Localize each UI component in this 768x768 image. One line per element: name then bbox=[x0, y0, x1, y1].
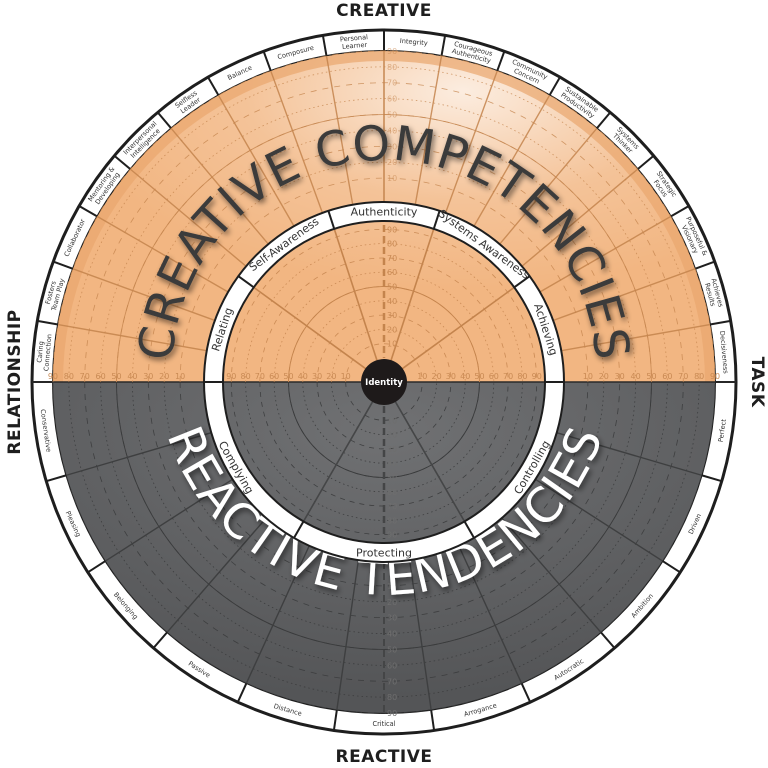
outer-segment-upper-18: Decisiveness bbox=[718, 331, 730, 375]
scale-tick: 80 bbox=[387, 693, 397, 702]
scale-grid: 10 10 10 10 10 10 10 10 20 20 20 20 20 20 20 20 30 30 30 30… bbox=[48, 47, 720, 718]
svg-text:Decisiveness: Decisiveness bbox=[718, 331, 730, 375]
axis-task: TASK bbox=[747, 357, 767, 408]
scale-tick: 10 bbox=[387, 174, 397, 183]
scale-tick: 80 bbox=[64, 372, 74, 381]
outer-segment-upper-10: Integrity bbox=[399, 37, 428, 47]
scale-tick: 80 bbox=[387, 63, 397, 72]
scale-tick: 90 bbox=[387, 47, 397, 56]
scale-tick: 10 bbox=[341, 372, 351, 381]
scale-tick: 30 bbox=[387, 614, 397, 623]
svg-text:Perfect: Perfect bbox=[717, 418, 728, 442]
scale-tick: 60 bbox=[96, 372, 106, 381]
scale-tick: 50 bbox=[283, 372, 293, 381]
scale-tick: 50 bbox=[111, 372, 121, 381]
scale-tick: 70 bbox=[387, 502, 397, 511]
scale-tick: 10 bbox=[583, 372, 593, 381]
scale-tick: 60 bbox=[387, 95, 397, 104]
scale-tick: 90 bbox=[48, 372, 58, 381]
scale-tick: 50 bbox=[387, 111, 397, 120]
axis-relationship: RELATIONSHIP bbox=[5, 309, 25, 454]
scale-tick: 30 bbox=[387, 311, 397, 320]
scale-tick: 90 bbox=[710, 372, 720, 381]
outer-segment-upper-9: PersonalLearner bbox=[340, 33, 369, 51]
inner-segment-authenticity: Authenticity bbox=[351, 206, 418, 219]
scale-tick: 50 bbox=[387, 282, 397, 291]
axis-reactive: REACTIVE bbox=[335, 747, 432, 767]
scale-tick: 30 bbox=[387, 142, 397, 151]
scale-tick: 80 bbox=[387, 516, 397, 525]
scale-tick: 80 bbox=[517, 372, 527, 381]
scale-tick: 10 bbox=[175, 372, 185, 381]
scale-tick: 10 bbox=[417, 372, 427, 381]
scale-tick: 70 bbox=[387, 677, 397, 686]
scale-tick: 50 bbox=[474, 372, 484, 381]
scale-tick: 60 bbox=[489, 372, 499, 381]
scale-tick: 40 bbox=[127, 372, 137, 381]
scale-tick: 40 bbox=[298, 372, 308, 381]
scale-tick: 20 bbox=[387, 325, 397, 334]
scale-tick: 10 bbox=[387, 582, 397, 591]
scale-tick: 20 bbox=[387, 598, 397, 607]
scale-tick: 30 bbox=[312, 372, 322, 381]
scale-tick: 20 bbox=[432, 372, 442, 381]
scale-tick: 60 bbox=[387, 268, 397, 277]
svg-text:Integrity: Integrity bbox=[399, 37, 428, 47]
scale-tick: 60 bbox=[662, 372, 672, 381]
scale-tick: 30 bbox=[615, 372, 625, 381]
scale-tick: 20 bbox=[387, 431, 397, 440]
identity-label: Identity bbox=[365, 378, 403, 388]
scale-tick: 20 bbox=[326, 372, 336, 381]
outer-segment-lower-6: Critical bbox=[372, 720, 395, 728]
scale-tick: 30 bbox=[446, 372, 456, 381]
scale-tick: 90 bbox=[532, 372, 542, 381]
scale-tick: 40 bbox=[387, 297, 397, 306]
scale-tick: 50 bbox=[387, 474, 397, 483]
svg-text:Critical: Critical bbox=[372, 720, 395, 728]
scale-tick: 80 bbox=[694, 372, 704, 381]
svg-text:CaringConnection: CaringConnection bbox=[35, 333, 54, 372]
scale-tick: 50 bbox=[646, 372, 656, 381]
scale-tick: 40 bbox=[387, 630, 397, 639]
scale-tick: 20 bbox=[387, 158, 397, 167]
scale-tick: 70 bbox=[678, 372, 688, 381]
scale-tick: 90 bbox=[387, 709, 397, 718]
scale-tick: 70 bbox=[255, 372, 265, 381]
scale-tick: 40 bbox=[460, 372, 470, 381]
scale-tick: 70 bbox=[80, 372, 90, 381]
inner-segment-protecting: Protecting bbox=[356, 547, 412, 560]
scale-tick: 60 bbox=[269, 372, 279, 381]
scale-tick: 70 bbox=[387, 79, 397, 88]
scale-tick: 80 bbox=[387, 240, 397, 249]
outer-segment-lower-11: Perfect bbox=[717, 418, 728, 442]
scale-tick: 70 bbox=[503, 372, 513, 381]
svg-text:PersonalLearner: PersonalLearner bbox=[340, 33, 369, 51]
scale-tick: 90 bbox=[226, 372, 236, 381]
scale-tick: 20 bbox=[599, 372, 609, 381]
scale-tick: 40 bbox=[630, 372, 640, 381]
scale-tick: 60 bbox=[387, 488, 397, 497]
scale-tick: 40 bbox=[387, 459, 397, 468]
axis-labels: CREATIVE REACTIVE RELATIONSHIP TASK bbox=[5, 1, 767, 767]
scale-tick: 90 bbox=[387, 225, 397, 234]
scale-tick: 90 bbox=[387, 531, 397, 540]
scale-tick: 30 bbox=[143, 372, 153, 381]
scale-tick: 50 bbox=[387, 645, 397, 654]
scale-tick: 80 bbox=[240, 372, 250, 381]
scale-tick: 10 bbox=[387, 416, 397, 425]
scale-tick: 30 bbox=[387, 445, 397, 454]
identity-circle bbox=[361, 359, 407, 405]
axis-creative: CREATIVE bbox=[336, 1, 432, 21]
scale-tick: 60 bbox=[387, 661, 397, 670]
scale-tick: 40 bbox=[387, 126, 397, 135]
scale-tick: 20 bbox=[159, 372, 169, 381]
identity-center: Identity bbox=[361, 359, 407, 405]
outer-segment-upper-1: CaringConnection bbox=[35, 333, 54, 372]
scale-tick: 10 bbox=[387, 340, 397, 349]
scale-tick: 70 bbox=[387, 254, 397, 263]
